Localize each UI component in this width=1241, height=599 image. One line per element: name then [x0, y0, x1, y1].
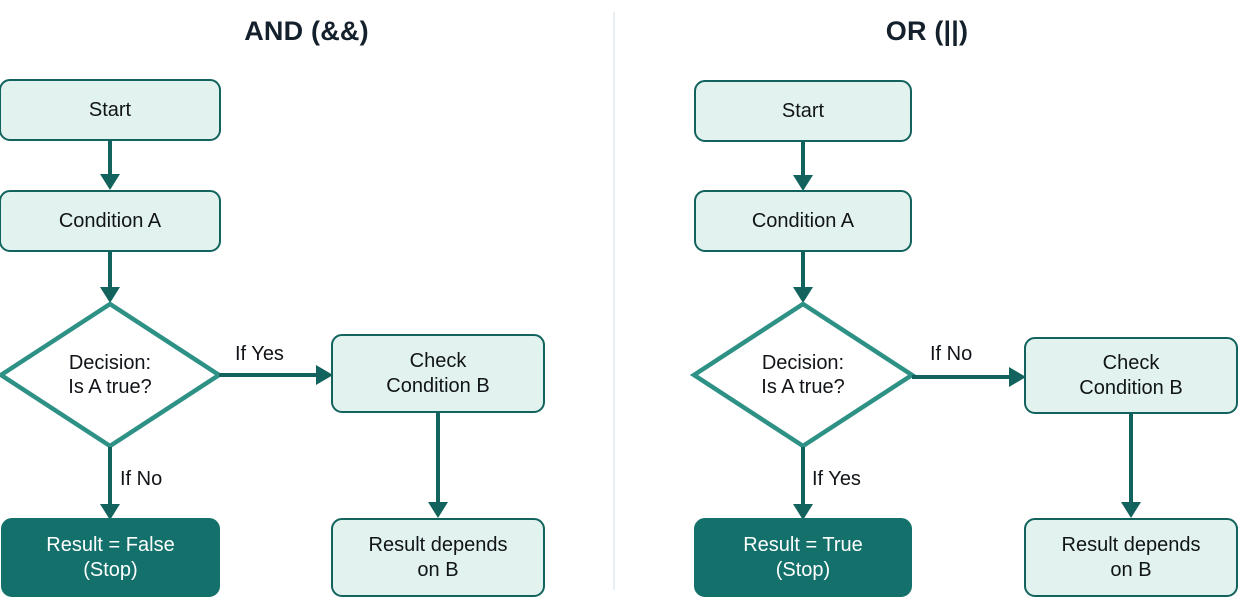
and-edge-label-if-yes: If Yes	[235, 343, 284, 365]
or-node-condition-a[interactable]: Condition A	[694, 190, 912, 252]
panel-and-title: AND (&&)	[244, 16, 369, 46]
and-node-check-condition-b[interactable]: Check Condition B	[331, 334, 545, 413]
and-node-start[interactable]: Start	[0, 79, 221, 141]
and-arrow-condition-to-decision	[100, 252, 120, 303]
panel-divider	[613, 12, 615, 590]
or-arrow-decision-to-check	[912, 367, 1026, 387]
or-node-decision[interactable]: Decision: Is A true?	[689, 301, 917, 449]
or-arrow-decision-to-terminal	[793, 447, 813, 520]
panel-or: OR (||) Start Condition A Decision: Is A…	[613, 0, 1241, 599]
or-arrow-condition-to-decision	[793, 252, 813, 303]
and-edge-label-if-no: If No	[120, 468, 163, 490]
panel-and: AND (&&) Start Condition A Decision: Is …	[0, 0, 613, 599]
and-arrow-check-to-depends	[428, 413, 448, 518]
or-edge-label-if-no: If No	[930, 343, 973, 365]
or-node-start[interactable]: Start	[694, 80, 912, 142]
panel-or-title: OR (||)	[885, 16, 969, 46]
and-node-terminal[interactable]: Result = False (Stop)	[1, 518, 220, 597]
and-arrow-decision-to-check	[219, 365, 333, 385]
and-node-decision[interactable]: Decision: Is A true?	[0, 301, 224, 449]
or-arrow-check-to-depends	[1121, 414, 1141, 518]
and-node-result-depends[interactable]: Result depends on B	[331, 518, 545, 597]
or-arrow-start-to-condition	[793, 142, 813, 191]
or-node-check-condition-b[interactable]: Check Condition B	[1024, 337, 1238, 414]
and-arrow-decision-to-terminal	[100, 447, 120, 520]
and-node-condition-a[interactable]: Condition A	[0, 190, 221, 252]
and-arrow-start-to-condition	[100, 141, 120, 190]
or-node-terminal[interactable]: Result = True (Stop)	[694, 518, 912, 597]
and-decision-label: Decision: Is A true?	[68, 351, 152, 398]
or-edge-label-if-yes: If Yes	[812, 468, 861, 490]
or-node-result-depends[interactable]: Result depends on B	[1024, 518, 1238, 597]
or-decision-label: Decision: Is A true?	[761, 351, 845, 398]
